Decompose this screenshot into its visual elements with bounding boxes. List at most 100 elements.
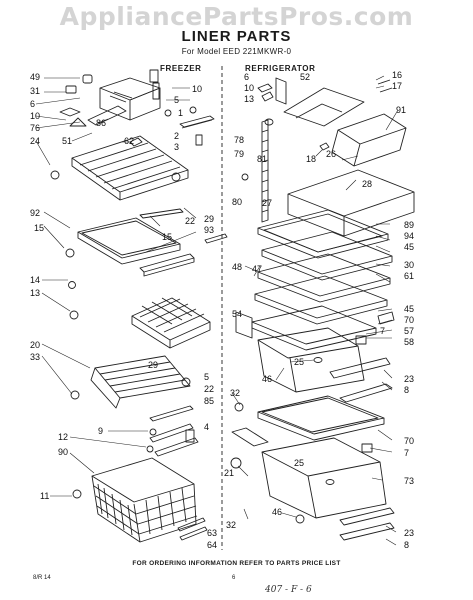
callout: 15 [34,223,44,233]
callout: 57 [404,326,414,336]
callout: 18 [306,154,316,164]
section-refrigerator-label: REFRIGERATOR [245,64,316,73]
callout: 25 [294,357,304,367]
callout: 26 [326,149,336,159]
callout: 6 [30,99,35,109]
callout: 32 [226,520,236,530]
callout: 93 [204,225,214,235]
callout: 31 [30,86,40,96]
callout: 16 [392,70,402,80]
callout: 73 [404,476,414,486]
callout: 46 [262,374,272,384]
callout: 5 [204,372,209,382]
ordering-info-footer: FOR ORDERING INFORMATION REFER TO PARTS … [132,560,341,567]
freezer-wire-shelf-lower [70,355,191,409]
shelf-ladder [241,118,274,223]
callout: 17 [392,81,402,91]
callout: 5 [174,95,179,105]
freezer-basket [91,457,198,543]
freezer-tray [77,217,181,265]
callout: 33 [30,352,40,362]
callout: 8 [404,385,409,395]
crisper-drawer-upper [257,327,365,393]
callout: 49 [30,72,40,82]
glass-shelves [254,209,393,325]
callout: 7 [404,448,409,458]
callout: 22 [185,216,195,226]
freezer-wire-shelf-upper [50,135,189,201]
callout: 85 [204,396,214,406]
callout: 86 [96,118,106,128]
callout: 81 [257,154,267,164]
callout: 32 [230,388,240,398]
callout: 63 [207,528,217,538]
callout: 48 [232,262,242,272]
callout: 6 [244,72,249,82]
callout: 54 [232,309,242,319]
callout: 29 [204,214,214,224]
callout: 24 [30,136,40,146]
callout: 78 [234,135,244,145]
callout: 90 [58,447,68,457]
callout: 9 [98,426,103,436]
watermark: AppliancePartsPros.com [59,2,414,31]
callout: 76 [30,123,40,133]
page-title: LINER PARTS [181,28,292,45]
callout: 2 [174,131,179,141]
ice-tray [131,297,211,349]
callout: 79 [234,149,244,159]
callout: 10 [30,111,40,121]
section-freezer-label: FREEZER [160,64,202,73]
callout: 8 [404,540,409,550]
refrigerator-lower-shelf [257,395,385,441]
callout: 10 [192,84,202,94]
callout: 14 [30,275,40,285]
callout: 70 [404,315,414,325]
callout: 46 [272,507,282,517]
callout: 13 [244,94,254,104]
callout: 3 [174,142,179,152]
callout: 92 [30,208,40,218]
callout: 80 [232,197,242,207]
callout: 89 [404,220,414,230]
callout: 20 [30,340,40,350]
callout: 27 [262,198,272,208]
callout: 47 [252,264,262,274]
callout: 29 [148,360,158,370]
callout: 23 [404,528,414,538]
callout: 25 [294,458,304,468]
doc-code: 8/R 14 [33,575,51,581]
callout: 94 [404,231,414,241]
callout: 61 [404,271,414,281]
callout: 4 [204,422,209,432]
model-subtitle: For Model EED 221MKWR-0 [181,47,292,56]
callout: 45 [404,242,414,252]
page-number: 6 [232,575,236,581]
callout: 52 [300,72,310,82]
freezer-top-parts [59,69,215,147]
refrigerator-middle-shelf [251,305,377,351]
callout: 45 [404,304,414,314]
refrigerator-top-parts [257,77,407,167]
callout: 22 [204,384,214,394]
callout: 11 [40,491,49,501]
callout: 23 [404,374,414,384]
callout: 7 [380,326,385,336]
callout: 30 [404,260,414,270]
crisper-cover-frame [287,169,415,237]
callout: 21 [224,468,234,478]
callout: 51 [62,136,72,146]
callout: 12 [58,432,68,442]
crisper-drawer-lower [261,437,387,519]
callout: 15 [162,232,172,242]
callout: 70 [404,436,414,446]
callout: 1 [178,108,183,118]
handwritten-note: 407 - F - 6 [265,585,312,595]
callout: 10 [244,83,254,93]
callout: 64 [207,540,217,550]
callout: 58 [404,337,414,347]
callout: 28 [362,179,372,189]
callout: 62 [124,136,134,146]
callout: 13 [30,288,40,298]
